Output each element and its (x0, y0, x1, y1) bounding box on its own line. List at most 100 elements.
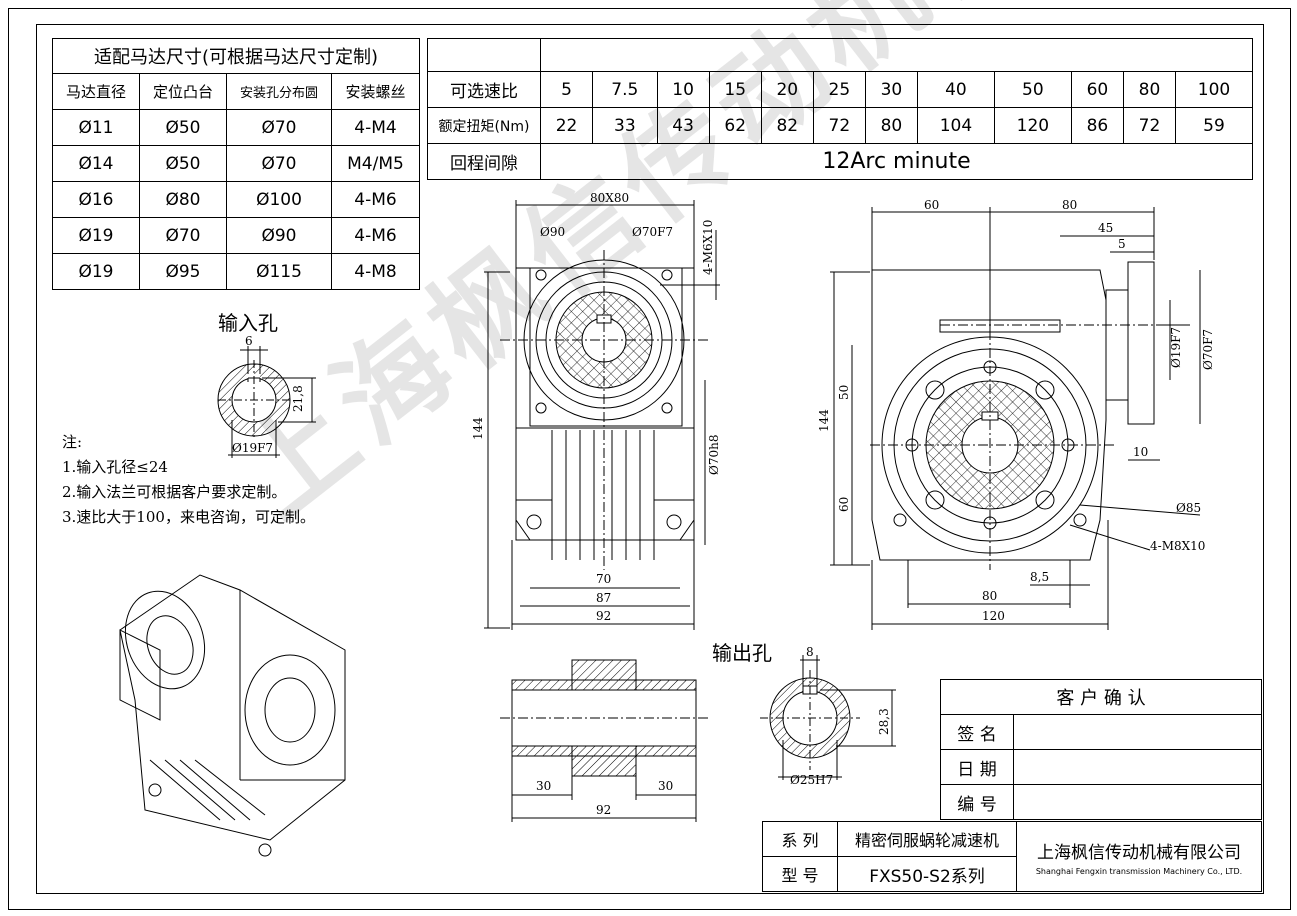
torque-cell: 43 (656, 107, 710, 144)
header-screws: 安装螺丝 (331, 73, 420, 110)
front-d70h8: Ø70h8 (707, 435, 721, 475)
isometric-view-drawing (119, 574, 346, 857)
confirm-date-label: 日 期 (940, 749, 1014, 785)
backlash-row: 回程间隙 12Arc minute (427, 143, 1253, 180)
model-label: 型 号 (762, 856, 838, 892)
outer-frame (8, 8, 1291, 910)
motor-table-title: 适配马达尺寸(可根据马达尺寸定制) (52, 38, 420, 74)
torque-cell: 33 (592, 107, 658, 144)
cell: Ø50 (139, 145, 227, 182)
confirm-sign-value (1013, 714, 1262, 750)
input-bore-drawing (217, 346, 316, 458)
side-w80: 80 (982, 589, 997, 603)
output-diameter: Ø25H7 (790, 773, 833, 787)
side-d8-5: 8,5 (1030, 570, 1049, 584)
torque-label: 额定扭矩(Nm) (427, 107, 541, 144)
company-en: Shanghai Fengxin transmission Machinery … (1035, 866, 1243, 876)
cell: Ø50 (139, 109, 227, 146)
side-w120: 120 (982, 609, 1005, 623)
front-d70f7: Ø70F7 (632, 225, 673, 239)
header-motor-diameter: 马达直径 (52, 73, 140, 110)
torque-cell: 72 (812, 107, 866, 144)
confirm-date-value (1013, 749, 1262, 785)
side-d80: 80 (1062, 198, 1077, 212)
company-block: 上海枫信传动机械有限公司 Shanghai Fengxin transmissi… (1016, 821, 1262, 892)
header-pilot-boss: 定位凸台 (139, 73, 227, 110)
backlash-value: 12Arc minute (540, 143, 1253, 180)
torque-cell: 120 (993, 107, 1072, 144)
front-thread: 4-M6X10 (701, 220, 715, 275)
torque-cell: 104 (916, 107, 995, 144)
output-key-width: 8 (806, 645, 814, 659)
input-height: 21,8 (291, 385, 305, 412)
customer-confirm-table: 客 户 确 认 签 名 日 期 编 号 (940, 679, 1262, 820)
cell: Ø70 (226, 109, 332, 146)
cell: 4-M6 (331, 181, 420, 218)
front-square: 80X80 (590, 191, 629, 205)
cell: Ø95 (139, 253, 227, 290)
note-item: 1.输入孔径≤24 (62, 458, 168, 476)
side-m8: 4-M8X10 (1150, 539, 1205, 553)
shaft-left: 30 (536, 779, 551, 793)
ratio-cell: 40 (916, 71, 995, 108)
side-h60: 60 (837, 497, 851, 512)
cell: Ø115 (226, 253, 332, 290)
cell: Ø70 (226, 145, 332, 182)
model-value: FXS50-S2系列 (837, 856, 1017, 892)
note-item: 2.输入法兰可根据客户要求定制。 (62, 483, 287, 501)
shaft-total: 92 (596, 803, 611, 817)
backlash-label: 回程间隙 (427, 143, 541, 180)
notes-title: 注: (62, 433, 83, 451)
cell: 4-M4 (331, 109, 420, 146)
company-cn: 上海枫信传动机械有限公司 (1037, 842, 1241, 863)
side-d10: 10 (1133, 445, 1148, 459)
ratio-label: 可选速比 (427, 71, 541, 108)
side-d60: 60 (924, 198, 939, 212)
note-item: 3.速比大于100，来电咨询，可定制。 (62, 508, 315, 526)
side-view-drawing (830, 207, 1201, 630)
side-h50: 50 (837, 385, 851, 400)
side-d5: 5 (1118, 237, 1126, 251)
confirm-number-label: 编 号 (940, 784, 1014, 820)
ratio-cell: 30 (864, 71, 918, 108)
ratio-cell: 7.5 (592, 71, 658, 108)
front-height: 144 (471, 417, 485, 440)
output-bore-title: 输出孔 (712, 641, 772, 665)
series-value: 精密伺服蜗轮减速机 (837, 821, 1017, 857)
ratio-cell: 10 (656, 71, 710, 108)
cell: Ø16 (52, 181, 140, 218)
notes: 注: 1.输入孔径≤24 2.输入法兰可根据客户要求定制。 3.速比大于100，… (62, 430, 315, 530)
cell: M4/M5 (331, 145, 420, 182)
output-bore-drawing (760, 655, 896, 780)
output-shaft-drawing (500, 659, 710, 822)
ratio-cell: 80 (1122, 71, 1177, 108)
title-block: 系 列 精密伺服蜗轮减速机 上海枫信传动机械有限公司 Shanghai Feng… (762, 821, 1262, 892)
side-d85: Ø85 (1176, 501, 1201, 515)
blank-cell (540, 38, 1253, 72)
cell: Ø70 (139, 217, 227, 254)
side-d45: 45 (1098, 221, 1113, 235)
front-view-drawing (484, 200, 720, 630)
cell: Ø90 (226, 217, 332, 254)
front-w70: 70 (596, 572, 611, 586)
cell: Ø14 (52, 145, 140, 182)
shaft-right: 30 (658, 779, 673, 793)
ratio-cell: 15 (708, 71, 762, 108)
side-d19f7: Ø19F7 (1169, 327, 1183, 368)
header-bolt-circle: 安装孔分布圆 (226, 73, 332, 110)
drawing-border (36, 24, 1264, 894)
motor-size-table: 适配马达尺寸(可根据马达尺寸定制) 马达直径 定位凸台 安装孔分布圆 安装螺丝 … (52, 38, 420, 290)
confirm-number-value (1013, 784, 1262, 820)
side-d70f7: Ø70F7 (1201, 329, 1215, 370)
front-w92: 92 (596, 609, 611, 623)
cell: Ø19 (52, 217, 140, 254)
output-height: 28,3 (877, 708, 891, 735)
torque-cell: 62 (708, 107, 762, 144)
